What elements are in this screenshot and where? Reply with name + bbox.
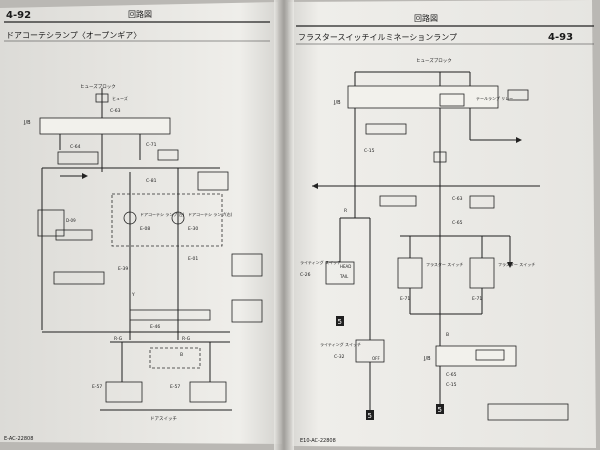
left-label-e39: E-39 [118, 266, 128, 272]
right-label-tail-relay: テールランプ リレー [476, 95, 513, 101]
left-page-number: 4-92 [6, 10, 31, 21]
left-page-header: 4-92 回路図 ドアコーテシランプ〈オープンギア〉 [4, 9, 270, 42]
right-wire-b: B [446, 332, 449, 338]
right-label-head: HEAD [340, 264, 351, 269]
right-label-ground-2: 5 [368, 412, 372, 420]
right-page-header-text: 回路図 [414, 13, 438, 23]
left-label-fuse: ヒューズ [112, 95, 128, 101]
right-label-jb: J/B [333, 100, 341, 106]
left-label-lamp-left: ドアコーテシ ランプ(左) [140, 211, 185, 217]
book-gutter [274, 0, 294, 450]
right-label-lighting-switch-2: ライティング スイッチ [320, 341, 361, 347]
right-label-illum-switch-1: フラスター スイッチ [426, 261, 463, 267]
right-label-ground-3: 5 [438, 406, 442, 414]
right-label-illum-switch-2: フラスター スイッチ [498, 261, 535, 267]
left-label-e01: E-01 [188, 256, 198, 262]
left-label-c71: C-71 [146, 142, 157, 148]
left-wire-b: B [180, 352, 183, 358]
right-label-c63: C-63 [452, 196, 463, 202]
right-page-footer: E10-AC-22808 [300, 438, 336, 444]
right-label-tail: TAIL [339, 274, 349, 279]
left-wire-rg-1: R-G [114, 336, 123, 342]
right-label-off: OFF [372, 356, 380, 361]
right-page [288, 0, 596, 448]
right-wiring-diagram: ヒューズブロック テールランプ リレー C-15 J/B R C-63 C-65… [300, 57, 569, 421]
left-label-lamp-right: ドアコーテシ ランプ(右) [188, 211, 233, 217]
right-label-c65a: C-65 [452, 220, 463, 226]
right-label-e71a: E-71 [400, 296, 410, 302]
left-label-e08: E-08 [140, 226, 150, 232]
left-wire-y: Y [131, 292, 135, 298]
right-label-c15a: C-15 [364, 148, 375, 154]
left-label-d09: D-09 [66, 218, 76, 223]
right-label-e71b: E-71 [472, 296, 482, 302]
right-label-c32: C-32 [334, 354, 345, 360]
right-page-header: 回路図 4-93 フラスタースイッチイルミネーションランプ [296, 13, 594, 45]
right-label-jb-lower: J/B [423, 356, 431, 362]
right-label-c65b: C-65 [446, 372, 457, 378]
left-label-jb: J/B [23, 120, 31, 126]
left-label-e57a: E-57 [92, 384, 102, 390]
right-label-ground-1: 5 [338, 318, 342, 326]
left-label-door-switch: ドアスイッチ [150, 416, 177, 422]
right-page-title: フラスタースイッチイルミネーションランプ [298, 33, 457, 42]
left-label-e30: E-30 [188, 226, 198, 232]
right-label-lighting-switch-1: ライティング スイッチ [300, 259, 341, 265]
left-page-header-text: 回路図 [128, 9, 152, 19]
right-page-number: 4-93 [548, 32, 573, 43]
left-label-e57b: E-57 [170, 384, 180, 390]
left-page-title: ドアコーテシランプ〈オープンギア〉 [6, 31, 141, 40]
right-label-c15b: C-15 [446, 382, 457, 388]
left-label-fuse-block: ヒューズブロック [80, 83, 116, 90]
left-label-e46: E-46 [150, 324, 160, 330]
right-label-fuse-block: ヒューズブロック [416, 57, 452, 64]
left-page [0, 2, 282, 444]
left-label-c63: C-63 [110, 108, 121, 114]
left-label-c81: C-81 [146, 178, 157, 184]
left-wiring-diagram: ヒューズブロック ヒューズ C-63 J/B C-71 C-64 C-81 ドア… [23, 83, 263, 422]
right-label-c26: C-26 [300, 272, 311, 278]
left-page-footer: E-AC-22808 [4, 436, 33, 442]
right-wire-r: R [344, 208, 347, 214]
left-label-c64: C-64 [70, 144, 81, 150]
left-wire-rg-2: R-G [182, 336, 191, 342]
